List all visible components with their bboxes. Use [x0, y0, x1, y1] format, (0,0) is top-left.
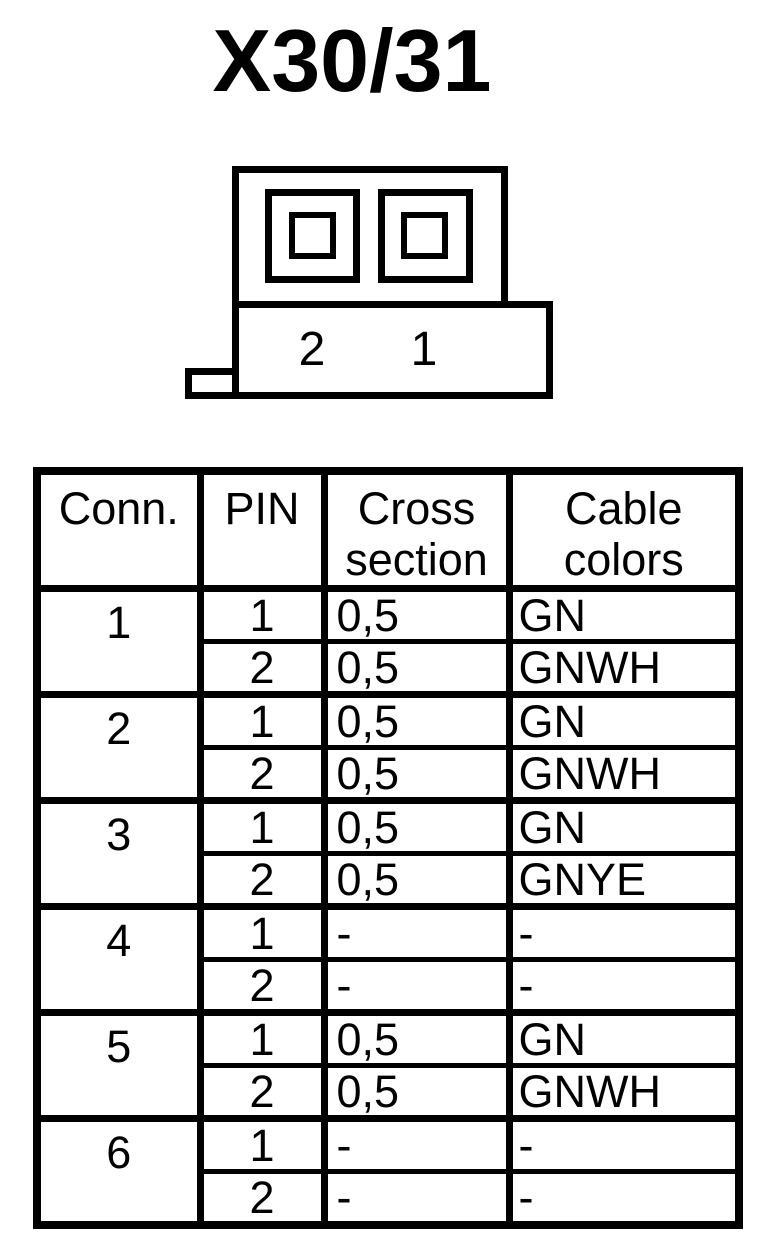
pin-label-2: 2: [298, 323, 326, 376]
conn-cell: 2: [33, 691, 200, 801]
table-row: 2 0,5 GNWH: [37, 639, 739, 695]
color-cell: -: [505, 1169, 739, 1225]
pin-cell: 2: [196, 639, 324, 695]
pin-terminal-1: [401, 212, 448, 259]
color-cell: -: [505, 1115, 739, 1172]
column-header-cross: Cross section: [320, 471, 509, 589]
pin-label-1: 1: [410, 323, 438, 376]
cross-cell: -: [320, 957, 509, 1013]
header-row: Conn. PIN Cross section Cable colors: [33, 471, 739, 589]
pin-cell: 1: [196, 903, 324, 960]
table-row: 5 1 0,5 GN: [33, 1009, 739, 1119]
color-cell: GNWH: [505, 1063, 739, 1119]
color-cell: -: [505, 903, 739, 960]
cross-cell: -: [320, 1115, 509, 1172]
color-cell: -: [505, 957, 739, 1013]
cross-cell: 0,5: [320, 1009, 509, 1066]
cross-cell: 0,5: [320, 851, 509, 907]
color-cell: GNWH: [505, 639, 739, 695]
color-cell: GNWH: [505, 745, 739, 801]
color-cell: GNYE: [505, 851, 739, 907]
pin-cell: 1: [196, 797, 324, 854]
conn-cell: 6: [33, 1115, 200, 1225]
pin-cell: 2: [196, 1063, 324, 1119]
column-header-colors: Cable colors: [505, 471, 739, 589]
table-row: 3 1 0,5 GN: [33, 797, 739, 907]
column-header-conn: Conn.: [33, 471, 200, 589]
cross-cell: 0,5: [320, 585, 509, 642]
color-cell: GN: [505, 797, 739, 854]
pin-cell: 2: [196, 745, 324, 801]
cross-cell: -: [320, 1169, 509, 1225]
table-row: 2 0,5 GNWH: [37, 745, 739, 801]
connector-housing-bottom: [232, 301, 553, 399]
pin-cavity-1: [378, 189, 473, 283]
pinout-table: Conn. PIN Cross section Cable colors 1 1…: [33, 467, 743, 1229]
table-row: 2 0,5 GNWH: [37, 1063, 739, 1119]
pin-cell: 2: [196, 1169, 324, 1225]
pin-terminal-2: [289, 212, 336, 259]
conn-cell: 5: [33, 1009, 200, 1119]
cross-cell: 0,5: [320, 745, 509, 801]
color-cell: GN: [505, 691, 739, 748]
pin-cell: 1: [196, 691, 324, 748]
cross-cell: -: [320, 903, 509, 960]
cross-cell: 0,5: [320, 1063, 509, 1119]
table-row: 2 - -: [37, 957, 739, 1013]
pin-cell: 1: [196, 1009, 324, 1066]
table-row: 4 1 - -: [33, 903, 739, 1013]
table-row: 2 1 0,5 GN: [33, 691, 739, 801]
connector-mount-tab: [185, 368, 239, 399]
conn-cell: 3: [33, 797, 200, 907]
table-row: 6 1 - -: [33, 1115, 739, 1225]
table-row: 2 0,5 GNYE: [37, 851, 739, 907]
conn-cell: 4: [33, 903, 200, 1013]
column-header-pin: PIN: [196, 471, 324, 589]
page-title: X30/31: [212, 11, 492, 110]
pin-cell: 2: [196, 851, 324, 907]
cross-cell: 0,5: [320, 797, 509, 854]
table-row: 2 - -: [37, 1169, 739, 1225]
conn-cell: 1: [33, 585, 200, 695]
pin-cell: 1: [196, 1115, 324, 1172]
color-cell: GN: [505, 1009, 739, 1066]
pin-cavity-2: [265, 189, 360, 283]
cross-cell: 0,5: [320, 639, 509, 695]
cross-cell: 0,5: [320, 691, 509, 748]
color-cell: GN: [505, 585, 739, 642]
pin-cell: 1: [196, 585, 324, 642]
table-row: 1 1 0,5 GN: [33, 585, 739, 695]
pin-cell: 2: [196, 957, 324, 1013]
